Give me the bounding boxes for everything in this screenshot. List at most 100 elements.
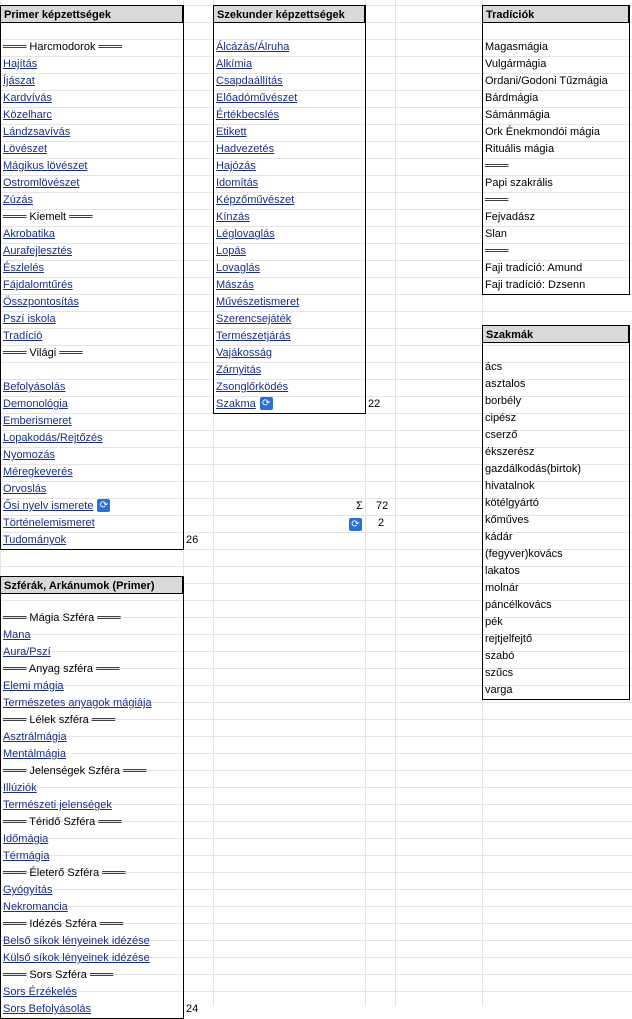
primer-skill-item[interactable]: Lopakodás/Rejtőzés xyxy=(0,430,183,447)
szekunder-skill-label[interactable]: Kínzás xyxy=(216,211,250,223)
szekunder-skill-item[interactable]: Etikett xyxy=(213,124,365,141)
szfera-label[interactable]: Illúziók xyxy=(3,782,37,794)
szfera-item[interactable]: Asztrálmágia xyxy=(0,729,183,746)
primer-skill-label[interactable]: Befolyásolás xyxy=(3,381,66,393)
primer-skill-label[interactable]: Történelemismeret xyxy=(3,517,95,529)
primer-skill-label[interactable]: Mágikus lövészet xyxy=(3,160,88,172)
primer-skill-label[interactable]: Fájdalomtűrés xyxy=(3,279,73,291)
primer-skill-item[interactable]: Íjászat xyxy=(0,73,183,90)
szekunder-skill-item[interactable]: Lopás xyxy=(213,243,365,260)
szekunder-skill-item[interactable]: Mászás xyxy=(213,277,365,294)
szekunder-skill-item[interactable]: Zárnyitás xyxy=(213,362,365,379)
szfera-label[interactable]: Mana xyxy=(3,629,31,641)
szekunder-skill-label[interactable]: Zárnyitás xyxy=(216,364,262,376)
primer-skill-label[interactable]: Pszí iskola xyxy=(3,313,56,325)
primer-skill-item[interactable]: Mágikus lövészet xyxy=(0,158,183,175)
primer-skill-label[interactable]: Tradíció xyxy=(3,330,43,342)
primer-skill-label[interactable]: Kardvívás xyxy=(3,92,52,104)
szekunder-skill-item[interactable]: Léglovaglás xyxy=(213,226,365,243)
szekunder-skill-label[interactable]: Természetjárás xyxy=(216,330,291,342)
primer-skill-item[interactable]: Méregkeverés xyxy=(0,464,183,481)
szekunder-skill-label[interactable]: Szerencsejáték xyxy=(216,313,292,325)
szekunder-skill-label[interactable]: Képzőművészet xyxy=(216,194,295,206)
szekunder-skill-item[interactable]: Szakma⟳ xyxy=(213,396,365,413)
szekunder-skill-item[interactable]: Képzőművészet xyxy=(213,192,365,209)
primer-skill-item[interactable]: Emberismeret xyxy=(0,413,183,430)
primer-skill-label[interactable]: Lopakodás/Rejtőzés xyxy=(3,432,103,444)
primer-skill-label[interactable]: Akrobatika xyxy=(3,228,55,240)
primer-skill-item[interactable]: Lövészet xyxy=(0,141,183,158)
szfera-item[interactable]: Időmágia xyxy=(0,831,183,848)
primer-skill-item[interactable]: Kardvívás xyxy=(0,90,183,107)
szfera-label[interactable]: Időmágia xyxy=(3,833,49,845)
szekunder-skill-item[interactable]: Csapdaállítás xyxy=(213,73,365,90)
primer-skill-item[interactable]: Nyomozás xyxy=(0,447,183,464)
primer-skill-item[interactable]: Demonológia xyxy=(0,396,183,413)
szfera-item[interactable]: Mana xyxy=(0,627,183,644)
szekunder-skill-item[interactable]: Előadóművészet xyxy=(213,90,365,107)
szfera-label[interactable]: Természeti jelenségek xyxy=(3,799,112,811)
szfera-label[interactable]: Külső síkok lényeinek idézése xyxy=(3,952,150,964)
primer-skill-item[interactable]: Tradíció xyxy=(0,328,183,345)
szekunder-skill-item[interactable]: Művészetismeret xyxy=(213,294,365,311)
primer-skill-label[interactable]: Lándzsavívás xyxy=(3,126,71,138)
szfera-item[interactable]: Természeti jelenségek xyxy=(0,797,183,814)
szfera-item[interactable]: Elemi mágia xyxy=(0,678,183,695)
szekunder-skill-item[interactable]: Vajákosság xyxy=(213,345,365,362)
szfera-item[interactable]: Térmágia xyxy=(0,848,183,865)
szekunder-skill-label[interactable]: Vajákosság xyxy=(216,347,273,359)
primer-skill-label[interactable]: Zúzás xyxy=(3,194,33,206)
primer-skill-label[interactable]: Ostromlövészet xyxy=(3,177,80,189)
primer-skill-label[interactable]: Demonológia xyxy=(3,398,68,410)
primer-skill-label[interactable]: Emberismeret xyxy=(3,415,72,427)
szekunder-skill-item[interactable]: Zsonglőrködés xyxy=(213,379,365,396)
primer-skill-label[interactable]: Lövészet xyxy=(3,143,48,155)
primer-skill-label[interactable]: Méregkeverés xyxy=(3,466,73,478)
szekunder-skill-item[interactable]: Természetjárás xyxy=(213,328,365,345)
primer-skill-label[interactable]: Összpontosítás xyxy=(3,296,79,308)
szekunder-skill-item[interactable]: Álcázás/Álruha xyxy=(213,39,365,56)
primer-skill-item[interactable]: Lándzsavívás xyxy=(0,124,183,141)
primer-skill-label[interactable]: Nyomozás xyxy=(3,449,55,461)
primer-skill-item[interactable]: Fájdalomtűrés xyxy=(0,277,183,294)
refresh-icon[interactable]: ⟳ xyxy=(97,498,111,512)
szfera-label[interactable]: Gyógyítás xyxy=(3,884,53,896)
szfera-label[interactable]: Térmágia xyxy=(3,850,50,862)
szekunder-skill-label[interactable]: Lovaglás xyxy=(216,262,261,274)
refresh-icon[interactable]: ⟳ xyxy=(259,396,273,410)
primer-skill-item[interactable]: Ostromlövészet xyxy=(0,175,183,192)
szekunder-skill-label[interactable]: Zsonglőrködés xyxy=(216,381,289,393)
szfera-item[interactable]: Sors Befolyásolás xyxy=(0,1001,183,1018)
refresh-icon[interactable]: ⟳ xyxy=(349,518,362,531)
primer-skill-label[interactable]: Közelharc xyxy=(3,109,52,121)
szfera-item[interactable]: Illúziók xyxy=(0,780,183,797)
primer-skill-label[interactable]: Észlelés xyxy=(3,262,44,274)
szfera-label[interactable]: Asztrálmágia xyxy=(3,731,67,743)
primer-skill-item[interactable]: Észlelés xyxy=(0,260,183,277)
primer-skill-item[interactable]: Akrobatika xyxy=(0,226,183,243)
szekunder-skill-item[interactable]: Alkímia xyxy=(213,56,365,73)
szekunder-skill-label[interactable]: Hadvezetés xyxy=(216,143,275,155)
primer-skill-item[interactable]: Hajítás xyxy=(0,56,183,73)
szekunder-skill-item[interactable]: Kínzás xyxy=(213,209,365,226)
szekunder-skill-label[interactable]: Idomítás xyxy=(216,177,259,189)
szfera-item[interactable]: Sors Érzékelés xyxy=(0,984,183,1001)
primer-skill-item[interactable]: Aurafejlesztés xyxy=(0,243,183,260)
primer-skill-label[interactable]: Tudományok xyxy=(3,534,67,546)
szfera-item[interactable]: Mentálmágia xyxy=(0,746,183,763)
szfera-label[interactable]: Sors Befolyásolás xyxy=(3,1003,92,1015)
primer-skill-label[interactable]: Aurafejlesztés xyxy=(3,245,73,257)
szekunder-skill-label[interactable]: Művészetismeret xyxy=(216,296,300,308)
szekunder-skill-item[interactable]: Hadvezetés xyxy=(213,141,365,158)
szekunder-skill-label[interactable]: Szakma xyxy=(216,398,256,410)
primer-skill-label[interactable]: Orvoslás xyxy=(3,483,47,495)
szfera-label[interactable]: Sors Érzékelés xyxy=(3,986,77,998)
primer-skill-item[interactable]: Orvoslás xyxy=(0,481,183,498)
szekunder-skill-label[interactable]: Álcázás/Álruha xyxy=(216,41,290,53)
szekunder-skill-label[interactable]: Mászás xyxy=(216,279,254,291)
szekunder-skill-label[interactable]: Csapdaállítás xyxy=(216,75,283,87)
szfera-item[interactable]: Gyógyítás xyxy=(0,882,183,899)
szekunder-skill-item[interactable]: Idomítás xyxy=(213,175,365,192)
szekunder-skill-item[interactable]: Hajózás xyxy=(213,158,365,175)
primer-skill-item[interactable]: Ősi nyelv ismerete⟳ xyxy=(0,498,183,515)
